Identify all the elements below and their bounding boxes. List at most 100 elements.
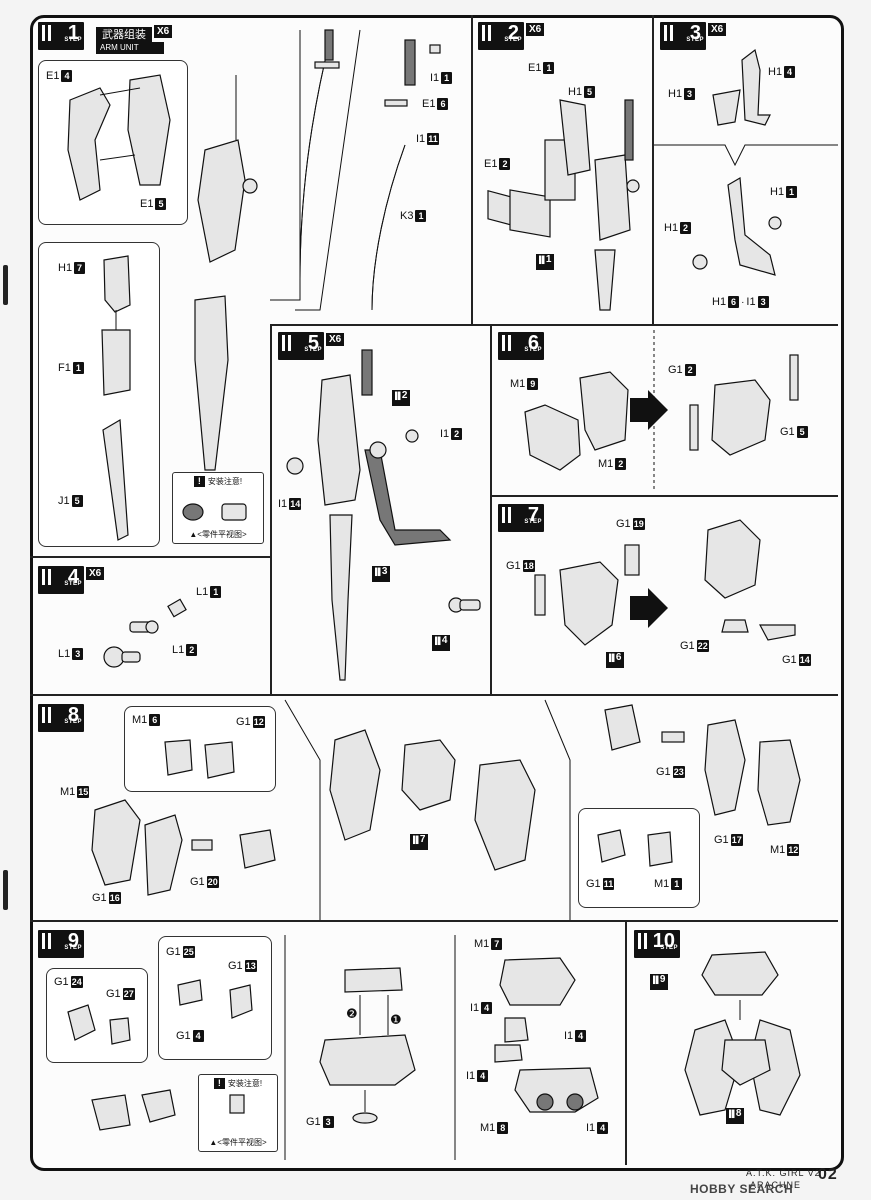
detail-bubble	[578, 808, 700, 908]
product-name: A.T.K. GIRL V2	[746, 1168, 821, 1178]
step-multiplier: X6	[326, 333, 345, 346]
panel-divider	[270, 324, 272, 696]
arrow-icon	[630, 390, 668, 430]
detail-bubble	[46, 968, 148, 1063]
arrow-icon	[630, 588, 668, 628]
panel-divider	[652, 15, 654, 325]
step-reference: 8	[726, 1108, 745, 1124]
page-number: 02	[818, 1166, 838, 1183]
panel-divider	[471, 15, 473, 325]
step-reference: 4	[432, 635, 451, 651]
detail-bubble	[158, 936, 272, 1060]
step-reference: 6	[606, 652, 625, 668]
step-multiplier: X6	[86, 567, 105, 580]
detail-bubble	[38, 242, 160, 547]
product-subname: ARACHNE	[750, 1180, 802, 1190]
step-multiplier: X6	[154, 25, 173, 38]
panel-divider	[490, 324, 492, 696]
step-reference: 9	[650, 974, 669, 990]
step-reference: 7	[410, 834, 429, 850]
panel-divider	[270, 324, 838, 326]
step-reference: 1	[536, 254, 555, 270]
step-reference: 3	[372, 566, 391, 582]
arm-unit-subtitle: ARM UNIT	[96, 42, 164, 54]
step-reference: 2	[392, 390, 411, 406]
panel-divider	[30, 694, 838, 696]
panel-divider	[30, 920, 838, 922]
panel-divider	[625, 920, 627, 1165]
step-multiplier: X6	[708, 23, 727, 36]
arm-unit-title: 武器组装	[96, 27, 152, 44]
order-marker-1: ❶	[390, 1012, 402, 1027]
